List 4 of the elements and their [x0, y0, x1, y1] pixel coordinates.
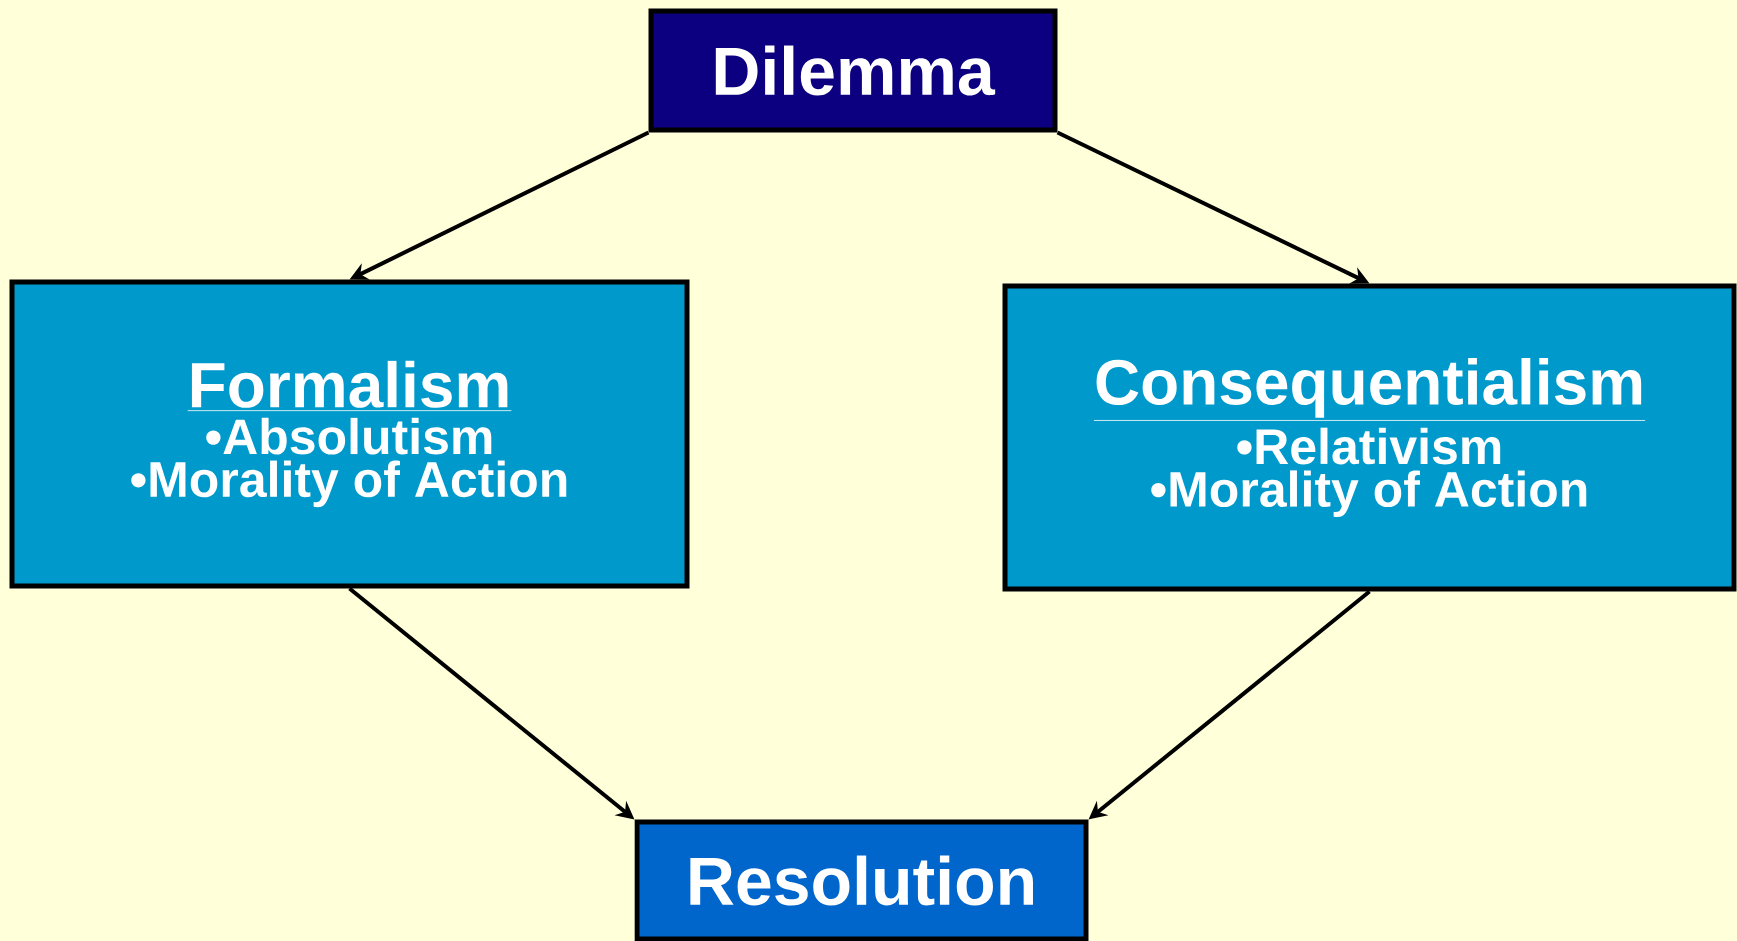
resolution-box: Resolution [634, 819, 1089, 941]
category-box: Formalism •Absolutism •Morality of Action [9, 279, 690, 589]
dilemma-box: Dilemma [648, 8, 1058, 133]
category-box: Consequentialism •Relativism •Morality of Action [1002, 283, 1737, 592]
